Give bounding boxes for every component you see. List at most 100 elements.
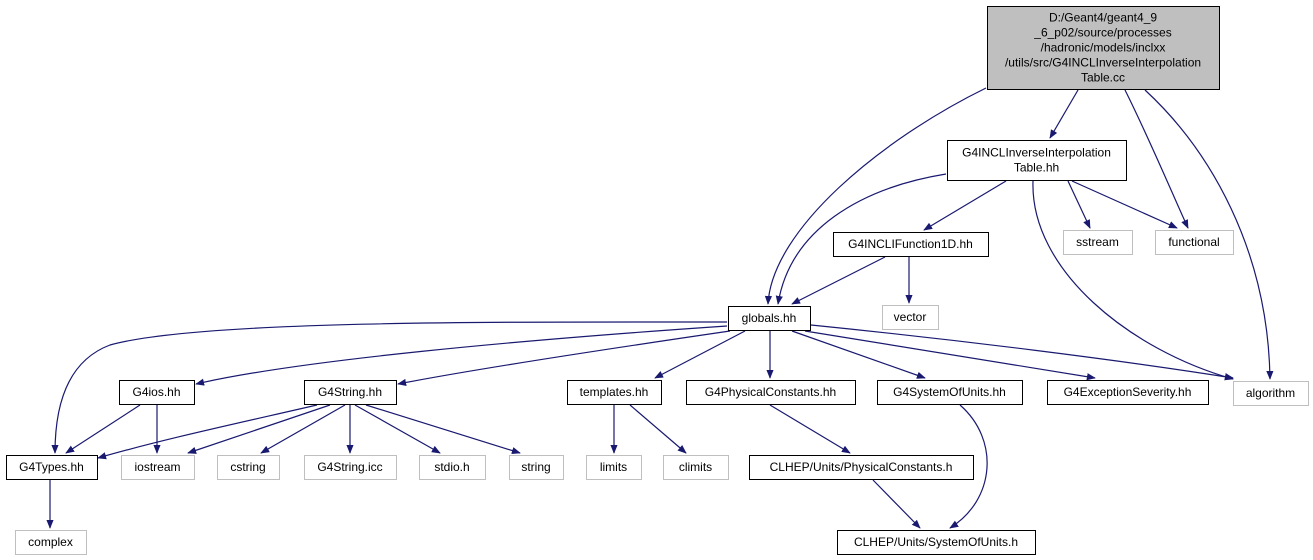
node-complex: complex [15, 530, 87, 555]
node-label-line: templates.hh [580, 385, 649, 399]
node-label-line: G4ExceptionSeverity.hh [1064, 385, 1192, 399]
node-label-line: string [521, 460, 550, 474]
node-label-line: G4PhysicalConstants.hh [705, 385, 836, 399]
edge-clhep_phys-to-clhep_sys [872, 479, 921, 529]
node-box [1063, 230, 1133, 255]
node-label-line: complex [28, 535, 73, 549]
node-box [586, 455, 642, 480]
node-label-line: cstring [230, 460, 265, 474]
node-label-line: G4String.hh [318, 385, 382, 399]
node-string: string [509, 455, 564, 480]
edge-globals-to-algorithm [810, 324, 1234, 381]
edge-g4string-to-string [365, 404, 521, 455]
edge-inv_hh-to-sstream [1067, 180, 1091, 229]
node-label-line: globals.hh [742, 311, 797, 325]
edge-globals-to-excsev [804, 330, 1096, 381]
node-g4stringicc: G4String.icc [304, 455, 397, 480]
node-root[interactable]: D:/Geant4/geant4_9_6_p02/source/processe… [987, 6, 1220, 90]
node-label-line: _6_p02/source/processes [1033, 26, 1171, 40]
node-box [15, 530, 87, 555]
node-box [304, 380, 397, 405]
node-vector: vector [882, 305, 939, 330]
node-label-line: climits [679, 460, 712, 474]
node-cstring: cstring [217, 455, 280, 480]
node-label-line: vector [894, 310, 927, 324]
node-label-line: functional [1168, 235, 1219, 249]
node-stdio: stdio.h [419, 455, 486, 480]
node-label-line: stdio.h [434, 460, 469, 474]
node-label-line: G4INCLIFunction1D.hh [848, 237, 973, 251]
node-box [837, 530, 1036, 555]
node-physconst[interactable]: G4PhysicalConstants.hh [686, 380, 856, 405]
node-box [1233, 381, 1309, 406]
edge-sysunits-to-clhep_sys [949, 404, 988, 529]
node-box [987, 6, 1220, 90]
node-label-line: G4INCLInverseInterpolation [962, 146, 1111, 160]
node-sstream: sstream [1063, 230, 1133, 255]
node-sysunits[interactable]: G4SystemOfUnits.hh [877, 380, 1023, 405]
nodes-layer: D:/Geant4/geant4_9_6_p02/source/processe… [6, 6, 1309, 555]
node-box [6, 455, 98, 480]
node-excsev[interactable]: G4ExceptionSeverity.hh [1047, 380, 1209, 405]
node-climits: climits [663, 455, 729, 480]
node-box [119, 380, 195, 405]
node-label-line: limits [600, 460, 627, 474]
edge-inv_hh-to-functional [1071, 180, 1178, 229]
edge-g4ios-to-g4types [65, 404, 141, 454]
node-label-line: G4ios.hh [132, 385, 180, 399]
node-functional: functional [1155, 230, 1234, 255]
edge-inv_hh-to-func1d [923, 180, 1007, 231]
node-box [1155, 230, 1234, 255]
node-label-line: G4SystemOfUnits.hh [893, 385, 1006, 399]
node-templates[interactable]: templates.hh [567, 380, 662, 405]
edge-root-to-functional [1124, 89, 1189, 229]
node-label-line: CLHEP/Units/SystemOfUnits.h [854, 535, 1018, 549]
node-label-line: /utils/src/G4INCLInverseInterpolation [1005, 56, 1201, 70]
node-g4types[interactable]: G4Types.hh [6, 455, 98, 480]
node-label-line: sstream [1076, 235, 1119, 249]
node-label-line: G4String.icc [317, 460, 382, 474]
node-box [882, 305, 939, 330]
edge-g4string-to-g4types [97, 404, 318, 460]
node-algorithm: algorithm [1233, 381, 1309, 406]
node-label-line: Table.hh [1014, 161, 1059, 175]
node-box [686, 380, 856, 405]
node-label-line: G4Types.hh [19, 460, 84, 474]
edge-root-to-globals [764, 87, 987, 305]
node-label-line: algorithm [1246, 386, 1295, 400]
edge-inv_hh-to-globals [775, 173, 947, 305]
node-box [947, 140, 1127, 181]
node-box [1047, 380, 1209, 405]
edge-globals-to-templates [654, 330, 746, 379]
node-func1d[interactable]: G4INCLIFunction1D.hh [833, 232, 989, 257]
node-box [663, 455, 729, 480]
edge-g4string-to-stdio [354, 404, 441, 454]
node-label-line: CLHEP/Units/PhysicalConstants.h [770, 460, 953, 474]
node-clhep_phys[interactable]: CLHEP/Units/PhysicalConstants.h [749, 455, 974, 480]
node-g4string[interactable]: G4String.hh [304, 380, 397, 405]
node-label-line: D:/Geant4/geant4_9 [1049, 11, 1157, 25]
node-box [567, 380, 662, 405]
node-box [749, 455, 974, 480]
node-box [304, 455, 397, 480]
edge-func1d-to-globals [791, 256, 886, 305]
node-box [217, 455, 280, 480]
edge-g4string-to-cstring [260, 404, 346, 454]
edge-g4string-to-iostream [187, 404, 331, 454]
node-box [419, 455, 486, 480]
node-label-line: Table.cc [1081, 71, 1125, 85]
node-clhep_sys[interactable]: CLHEP/Units/SystemOfUnits.h [837, 530, 1036, 555]
node-globals[interactable]: globals.hh [728, 306, 811, 331]
edge-root-to-algorithm [1144, 89, 1274, 380]
node-iostream: iostream [121, 455, 195, 480]
edges-layer [46, 87, 1274, 529]
edge-root-to-inv_hh [1049, 89, 1079, 139]
edge-physconst-to-clhep_phys [769, 404, 851, 454]
node-label-line: iostream [134, 460, 180, 474]
node-label-line: /hadronic/models/inclxx [1041, 41, 1166, 55]
edge-globals-to-g4string [397, 330, 731, 386]
node-g4ios[interactable]: G4ios.hh [119, 380, 195, 405]
edge-globals-to-g4types [51, 321, 728, 454]
